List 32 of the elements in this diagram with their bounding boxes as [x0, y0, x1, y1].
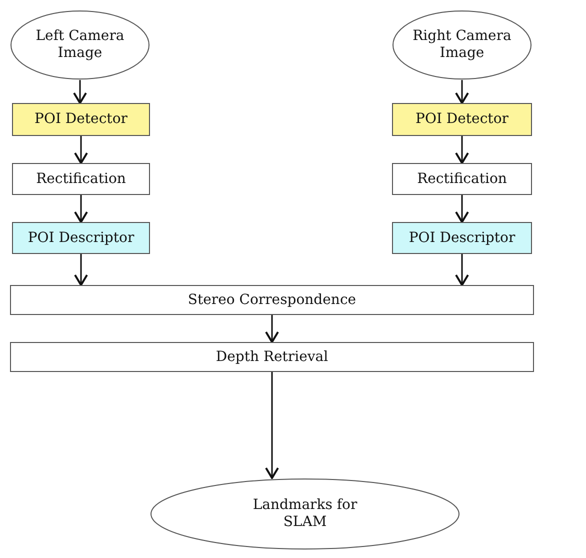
process-box: [10, 285, 534, 315]
node-label: Rectification: [36, 170, 126, 188]
arrow: [455, 195, 469, 223]
arrow: [265, 372, 279, 479]
arrow: [265, 315, 279, 343]
arrow: [74, 136, 88, 164]
arrow: [74, 254, 88, 286]
ellipse-node: [392, 10, 532, 80]
arrow: [455, 80, 469, 104]
process-box: [10, 342, 534, 372]
node-label: Landmarks for SLAM: [252, 497, 358, 531]
node-label: Right Camera Image: [412, 28, 512, 62]
node-label: POI Detector: [34, 111, 128, 128]
node-label: POI Detector: [416, 111, 508, 128]
arrow: [74, 195, 88, 223]
node-label: POI Descriptor: [28, 230, 134, 246]
process-box: [12, 222, 150, 254]
ellipse-node: [10, 10, 150, 80]
process-box: [12, 163, 150, 195]
process-box: [392, 222, 532, 254]
process-box: [12, 103, 150, 136]
arrow: [73, 80, 87, 104]
process-box: [392, 163, 532, 195]
arrow: [455, 136, 469, 164]
node-label: Stereo Correspondence: [188, 292, 356, 308]
ellipse-node: [150, 478, 460, 550]
node-label: Depth Retrieval: [216, 348, 328, 366]
node-label: Left Camera Image: [34, 28, 126, 62]
arrow: [455, 254, 469, 286]
node-label: Rectification: [417, 170, 507, 188]
node-label: POI Descriptor: [408, 230, 516, 246]
process-box: [392, 103, 532, 136]
